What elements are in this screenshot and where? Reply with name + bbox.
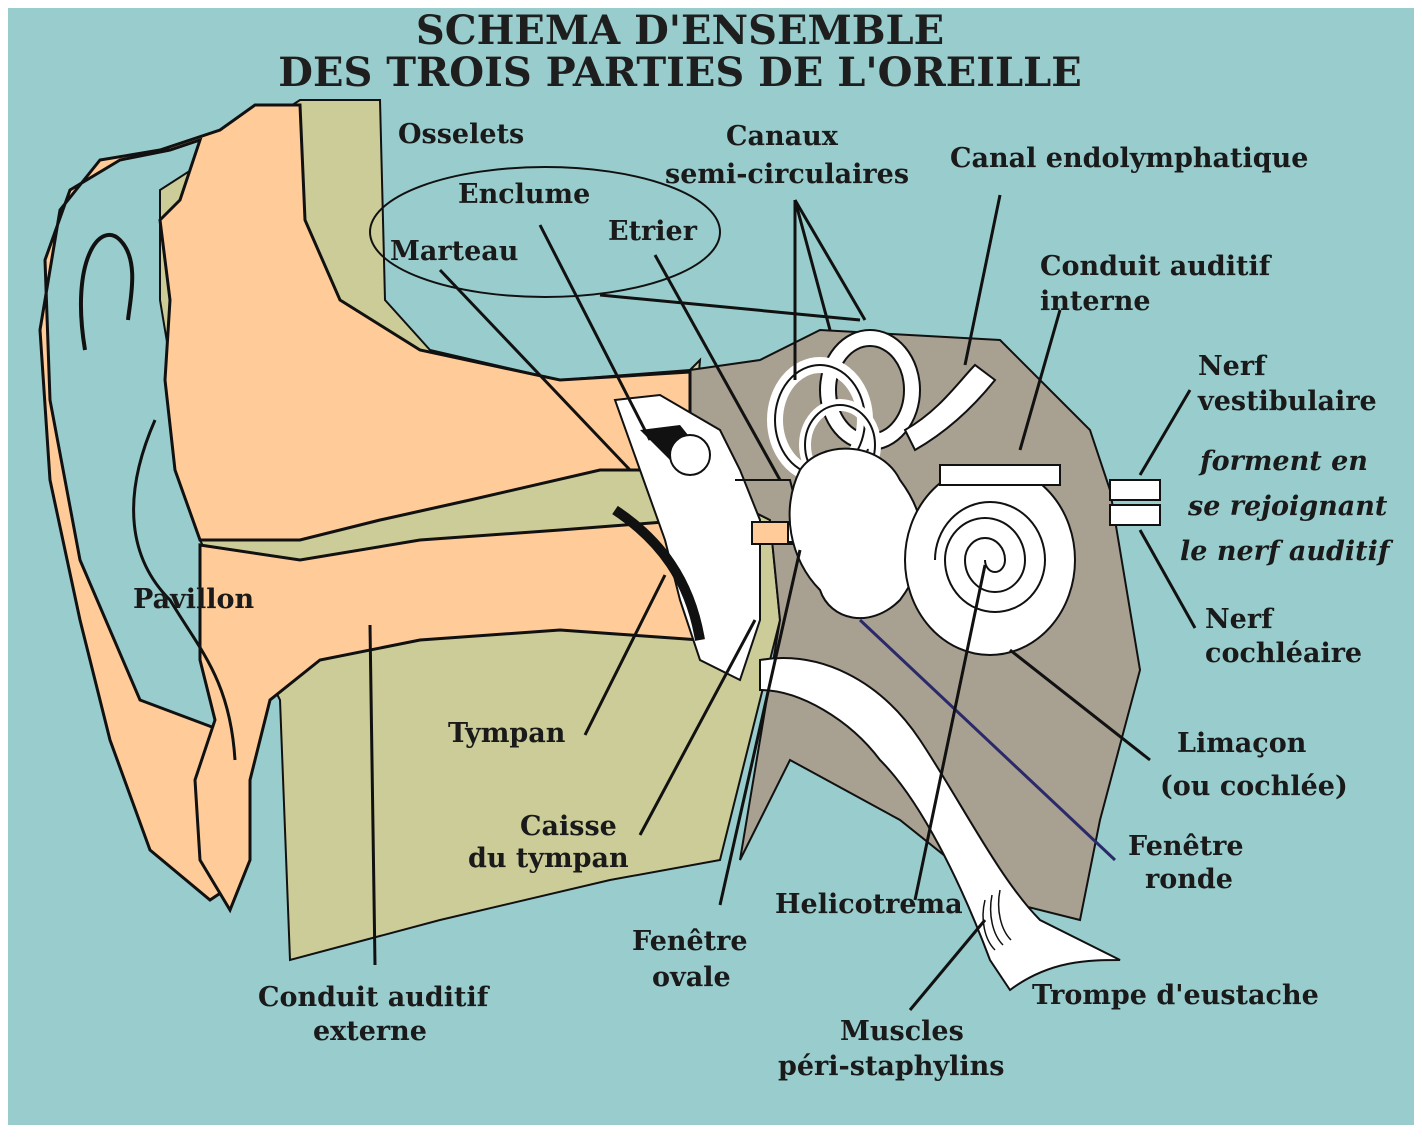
- label-pavillon: Pavillon: [133, 584, 255, 615]
- label-fenetre-ronde-1: Fenêtre: [1128, 831, 1244, 862]
- label-caisse-2: du tympan: [468, 843, 629, 874]
- label-nerf-vestibulaire-1: Nerf: [1198, 351, 1268, 382]
- label-trompe-eustache: Trompe d'eustache: [1032, 980, 1319, 1011]
- label-canaux-1: Canaux: [726, 121, 839, 152]
- diagram-title-line1: SCHEMA D'ENSEMBLE: [416, 7, 944, 54]
- label-etrier: Etrier: [608, 216, 698, 247]
- label-fenetre-ronde-2: ronde: [1145, 864, 1233, 895]
- label-fenetre-ovale-2: ovale: [652, 962, 731, 993]
- label-tympan: Tympan: [448, 718, 566, 749]
- incus: [670, 435, 710, 475]
- label-nerf-cochleaire-2: cochléaire: [1205, 638, 1362, 669]
- label-limacon-2: (ou cochlée): [1160, 771, 1348, 802]
- label-forment-1: forment en: [1198, 446, 1368, 477]
- diagram-title-line2: DES TROIS PARTIES DE L'OREILLE: [278, 49, 1081, 96]
- cochlea: [905, 465, 1075, 655]
- label-conduit-interne-2: interne: [1040, 286, 1151, 317]
- label-caisse-1: Caisse: [520, 811, 617, 842]
- label-conduit-externe-1: Conduit auditif: [258, 982, 491, 1013]
- label-forment-2: se rejoignant: [1187, 491, 1388, 522]
- label-helicotrema: Helicotrema: [775, 889, 963, 920]
- label-muscles-1: Muscles: [840, 1016, 964, 1047]
- label-nerf-vestibulaire-2: vestibulaire: [1197, 386, 1377, 417]
- label-enclume: Enclume: [458, 179, 590, 210]
- label-limacon-1: Limaçon: [1177, 728, 1307, 759]
- label-conduit-externe-2: externe: [313, 1016, 427, 1047]
- label-muscles-2: péri-staphylins: [778, 1051, 1004, 1082]
- label-conduit-interne-1: Conduit auditif: [1040, 251, 1273, 282]
- label-nerf-cochleaire-1: Nerf: [1205, 604, 1275, 635]
- label-canaux-2: semi-circulaires: [665, 159, 909, 190]
- label-fenetre-ovale-1: Fenêtre: [632, 926, 748, 957]
- label-marteau: Marteau: [390, 236, 518, 267]
- label-osselets: Osselets: [398, 119, 524, 150]
- label-canal-endolymphatique: Canal endolymphatique: [950, 143, 1308, 174]
- label-forment-3: le nerf auditif: [1180, 536, 1394, 567]
